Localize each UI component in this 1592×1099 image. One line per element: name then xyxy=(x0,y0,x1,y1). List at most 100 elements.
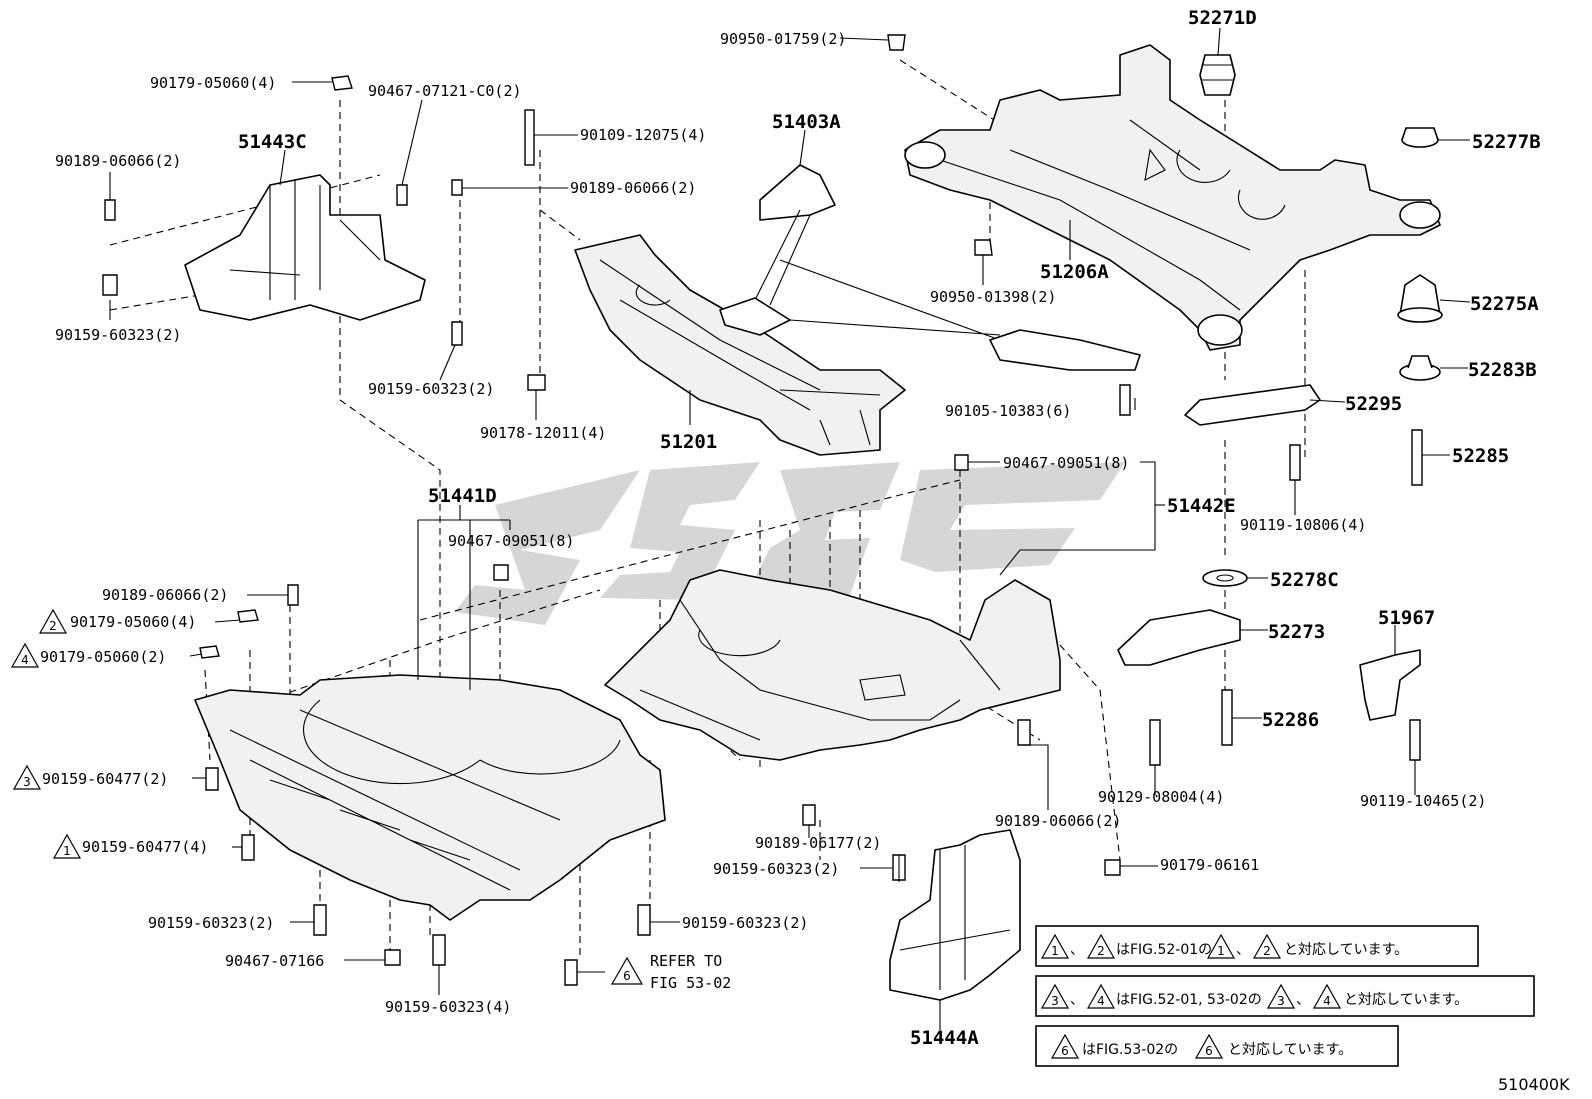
label-52285: 52285 xyxy=(1452,445,1509,467)
label-51443C: 51443C xyxy=(238,131,307,153)
svg-text:4: 4 xyxy=(21,653,29,667)
svg-text:1: 1 xyxy=(63,844,71,858)
label-90159-60323-b: 90159-60323(2) xyxy=(368,380,494,398)
label-90159-60477-3: 90159-60477(2) xyxy=(42,770,168,788)
svg-text:6: 6 xyxy=(1061,1044,1069,1058)
label-90109-12075: 90109-12075(4) xyxy=(580,126,706,144)
label-90179-05060-4: 90179-05060(2) xyxy=(40,648,166,666)
label-51967: 51967 xyxy=(1378,607,1435,629)
svg-text:6: 6 xyxy=(623,969,631,983)
label-90467-07166: 90467-07166 xyxy=(225,952,324,970)
label-51206A: 51206A xyxy=(1040,261,1109,283)
triangle-marker-2: 2 xyxy=(38,608,68,634)
label-90159-60323-a: 90159-60323(2) xyxy=(55,326,181,344)
label-51201: 51201 xyxy=(660,431,717,453)
svg-text:、: 、 xyxy=(1070,992,1084,1008)
label-90179-06161: 90179-06161 xyxy=(1160,856,1259,874)
label-90950-01759: 90950-01759(2) xyxy=(720,30,846,48)
svg-text:、: 、 xyxy=(1070,942,1084,958)
label-90189-06066-d: 90189-06066(2) xyxy=(995,812,1121,830)
label-90189-06177: 90189-06177(2) xyxy=(755,834,881,852)
label-refer-fig: FIG 53-02 xyxy=(650,974,731,992)
part-51442E-shape xyxy=(604,569,1061,761)
svg-text:3: 3 xyxy=(1277,994,1285,1008)
svg-text:、: 、 xyxy=(1236,942,1250,958)
label-90179-05060-2: 90179-05060(4) xyxy=(70,613,196,631)
label-90105-10383: 90105-10383(6) xyxy=(945,402,1071,420)
label-90189-06066-b: 90189-06066(2) xyxy=(570,179,696,197)
part-52273-shape xyxy=(1117,609,1241,666)
label-52295: 52295 xyxy=(1345,393,1402,415)
label-90119-10465: 90119-10465(2) xyxy=(1360,792,1486,810)
svg-text:はFIG.53-02の: はFIG.53-02の xyxy=(1082,1042,1178,1058)
label-90159-60323-c: 90159-60323(2) xyxy=(148,914,274,932)
mount-52277B xyxy=(1401,127,1439,148)
svg-text:と対応しています。: と対応しています。 xyxy=(1228,1042,1352,1058)
mount-52278C xyxy=(1202,569,1248,587)
label-90178-12011: 90178-12011(4) xyxy=(480,424,606,442)
label-90159-60477-1: 90159-60477(4) xyxy=(82,838,208,856)
label-51444A: 51444A xyxy=(910,1027,979,1049)
svg-text:はFIG.52-01の: はFIG.52-01の xyxy=(1116,942,1212,958)
label-52278C: 52278C xyxy=(1270,569,1339,591)
label-52273: 52273 xyxy=(1268,621,1325,643)
triangle-marker-6: 6 xyxy=(610,956,644,985)
mount-52275A xyxy=(1397,274,1443,323)
svg-text:3: 3 xyxy=(1051,994,1059,1008)
svg-text:2: 2 xyxy=(49,619,57,633)
svg-text:4: 4 xyxy=(1323,994,1331,1008)
label-52286: 52286 xyxy=(1262,709,1319,731)
label-52275A: 52275A xyxy=(1470,293,1539,315)
triangle-marker-1: 1 xyxy=(52,833,82,859)
note-box-2: 3 、 4 はFIG.52-01, 53-02の 3 、 4 と対応しています。 xyxy=(1035,975,1535,1017)
watermark-logo xyxy=(455,462,1125,625)
part-51441D-shape xyxy=(194,674,666,921)
label-52277B: 52277B xyxy=(1472,131,1541,153)
figure-code: 510400K xyxy=(1498,1075,1570,1094)
part-51444A-shape xyxy=(889,829,1021,1001)
note-box-1: 1 、 2 はFIG.52-01の 1 、 2 と対応しています。 xyxy=(1035,925,1479,967)
label-52271D: 52271D xyxy=(1188,7,1257,29)
svg-text:と対応しています。: と対応しています。 xyxy=(1344,992,1468,1008)
part-51201-shape xyxy=(574,234,906,456)
label-90189-06066-a: 90189-06066(2) xyxy=(55,152,181,170)
label-51442E: 51442E xyxy=(1167,495,1236,517)
bolt-icons xyxy=(102,34,1423,986)
label-90159-60323-d: 90159-60323(4) xyxy=(385,998,511,1016)
svg-text:2: 2 xyxy=(1097,944,1105,958)
label-90467-09051-b: 90467-09051(8) xyxy=(448,532,574,550)
label-refer-to: REFER TO xyxy=(650,952,722,970)
part-52295-shape xyxy=(1184,384,1321,426)
leader-lines xyxy=(109,27,1471,1030)
label-90189-06066-c: 90189-06066(2) xyxy=(102,586,228,604)
svg-text:1: 1 xyxy=(1217,944,1225,958)
label-90129-08004: 90129-08004(4) xyxy=(1098,788,1224,806)
note-box-3: 6 はFIG.53-02の 6 と対応しています。 xyxy=(1035,1025,1399,1067)
label-90950-01398: 90950-01398(2) xyxy=(930,288,1056,306)
svg-text:、: 、 xyxy=(1296,992,1310,1008)
svg-text:はFIG.52-01, 53-02の: はFIG.52-01, 53-02の xyxy=(1116,992,1262,1008)
svg-text:3: 3 xyxy=(23,775,31,789)
triangle-marker-3: 3 xyxy=(12,764,42,790)
svg-text:1: 1 xyxy=(1051,944,1059,958)
part-51967-shape xyxy=(1359,649,1421,721)
label-90159-60323-e: 90159-60323(2) xyxy=(682,914,808,932)
part-51206A-shape xyxy=(904,44,1441,351)
label-90119-10806: 90119-10806(4) xyxy=(1240,516,1366,534)
triangle-marker-4: 4 xyxy=(10,642,40,668)
label-51441D: 51441D xyxy=(428,485,497,507)
svg-text:4: 4 xyxy=(1097,994,1105,1008)
mount-52283B xyxy=(1399,355,1441,381)
label-90467-09051-a: 90467-09051(8) xyxy=(1003,454,1129,472)
svg-text:と対応しています。: と対応しています。 xyxy=(1284,942,1408,958)
part-51443C-shape xyxy=(184,174,426,321)
mount-52271D xyxy=(1199,54,1236,96)
label-52283B: 52283B xyxy=(1468,359,1537,381)
label-90467-07121: 90467-07121-C0(2) xyxy=(368,82,522,100)
label-90179-05060-top: 90179-05060(4) xyxy=(150,74,276,92)
label-51403A: 51403A xyxy=(772,111,841,133)
label-90159-60323-f: 90159-60323(2) xyxy=(713,860,839,878)
svg-text:2: 2 xyxy=(1263,944,1271,958)
svg-text:6: 6 xyxy=(1205,1044,1213,1058)
